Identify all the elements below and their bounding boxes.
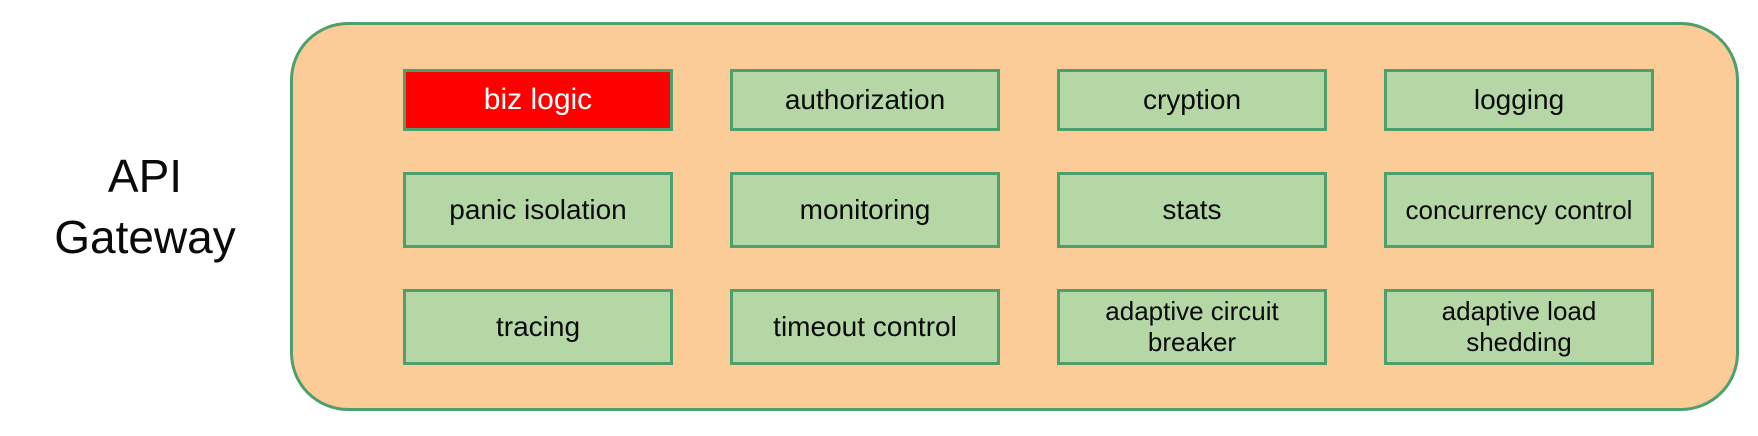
box-authorization: authorization <box>730 69 1000 131</box>
box-stats: stats <box>1057 172 1327 248</box>
box-panic-isolation: panic isolation <box>403 172 673 248</box>
box-tracing: tracing <box>403 289 673 365</box>
box-adaptive-circuit-breaker: adaptive circuit breaker <box>1057 289 1327 365</box>
box-monitoring: monitoring <box>730 172 1000 248</box>
box-timeout-control: timeout control <box>730 289 1000 365</box>
box-biz-logic: biz logic <box>403 69 673 131</box>
box-concurrency-control: concurrency control <box>1384 172 1654 248</box>
feature-box-grid: biz logic authorization cryption logging… <box>403 69 1654 365</box>
api-gateway-container: biz logic authorization cryption logging… <box>290 22 1739 411</box>
box-logging: logging <box>1384 69 1654 131</box>
api-gateway-label: API Gateway <box>54 150 236 263</box>
box-cryption: cryption <box>1057 69 1327 131</box>
box-adaptive-load-shedding: adaptive load shedding <box>1384 289 1654 365</box>
